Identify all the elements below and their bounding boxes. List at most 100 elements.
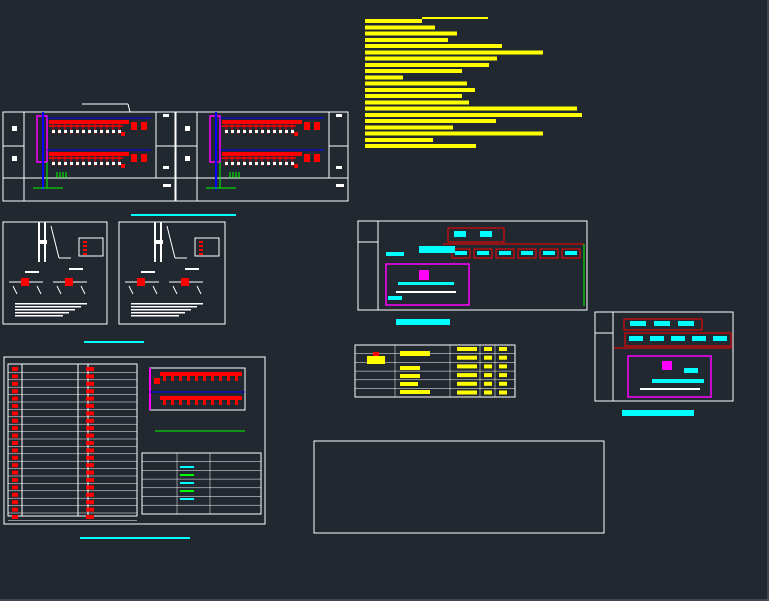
- general-notes-block: [365, 17, 582, 148]
- schedule-symbol: [86, 389, 94, 394]
- sys-device-bar: [398, 282, 454, 285]
- detail-note-line: [131, 312, 185, 314]
- detail-view-sheets: [2, 221, 226, 343]
- note-line: [365, 81, 467, 86]
- detail-support: [172, 285, 178, 295]
- sys2-device: [650, 336, 664, 341]
- detail-note-line: [15, 306, 81, 308]
- sys-device: [454, 231, 466, 237]
- schedule-symbol: [86, 396, 94, 401]
- manifold-drop: [235, 400, 238, 405]
- note-line: [365, 125, 453, 130]
- legend-main-value: [457, 364, 477, 369]
- legend-main-value: [484, 347, 492, 351]
- sprinkler-head-icon: [118, 130, 121, 133]
- detail-support: [12, 285, 18, 295]
- system-diagram-title-underline: [396, 324, 450, 325]
- legend-symbol: [180, 498, 194, 500]
- plan-marker: [336, 114, 342, 117]
- sys-device: [455, 251, 467, 255]
- note-line: [365, 88, 475, 92]
- manifold-header: [160, 396, 242, 400]
- sprinkler-head-icon: [291, 130, 294, 133]
- valve-icon: [304, 154, 310, 162]
- sprinkler-head-icon: [255, 130, 258, 133]
- sprinkler-head-icon: [231, 130, 234, 133]
- note-line: [365, 38, 448, 42]
- legend-small-frame: [141, 452, 262, 515]
- detail-note-line: [131, 315, 179, 317]
- legend-main-value: [499, 347, 507, 351]
- note-line: [365, 44, 502, 48]
- sprinkler-head-icon: [100, 130, 103, 133]
- manifold-drop: [203, 376, 206, 381]
- legend-main-value: [484, 381, 492, 386]
- schedule-symbol: [12, 515, 18, 519]
- schedule-symbol: [86, 478, 94, 482]
- legend-main-text: [400, 374, 420, 378]
- plan-tag: [294, 164, 298, 168]
- manifold-header: [160, 372, 242, 376]
- legend-main-value: [457, 347, 477, 351]
- schedule-symbol: [86, 507, 94, 512]
- legend-main-value: [457, 390, 477, 395]
- detail-label: [69, 268, 83, 270]
- sprinkler-head-icon: [64, 130, 67, 133]
- schedule-symbol: [12, 470, 18, 475]
- sys-panel-bar: [386, 252, 404, 256]
- sprinkler-head-icon: [52, 130, 55, 133]
- sys-zone-box: [495, 248, 515, 259]
- note-line: [365, 113, 582, 117]
- note-line: [365, 31, 457, 36]
- legend-main-symbol: [367, 356, 385, 364]
- manifold-drop: [227, 376, 230, 381]
- detail-view-right: [125, 222, 220, 317]
- note-line: [365, 25, 435, 30]
- note-line: [365, 131, 543, 136]
- legend-symbol: [180, 482, 194, 484]
- floor-plan-title-underline: [131, 214, 236, 216]
- note-line: [365, 75, 403, 80]
- detail-callout: [78, 237, 104, 257]
- schedule-symbol: [86, 367, 94, 371]
- schedule-symbol: [12, 500, 18, 505]
- sys-zone-box: [451, 248, 471, 259]
- legend-symbol: [180, 466, 194, 468]
- sprinkler-head-icon: [237, 130, 240, 133]
- sprinkler-head-icon: [291, 162, 294, 165]
- legend-main-text: [400, 390, 430, 394]
- schedule-symbol: [86, 470, 94, 475]
- detail-note-line: [15, 315, 63, 317]
- schedule-symbol: [12, 448, 18, 453]
- legend-main-value: [499, 355, 507, 360]
- detail-callout-mark: [199, 245, 203, 247]
- sprinkler-head-icon: [70, 130, 73, 133]
- system-diagram-frame: [357, 220, 588, 311]
- sys-zone-box: [517, 248, 537, 259]
- plan-marker: [185, 156, 190, 161]
- schedule-symbol: [86, 441, 94, 445]
- plan-tag: [121, 164, 125, 168]
- sprinkler-head-icon: [112, 162, 115, 165]
- schedule-symbol: [12, 404, 18, 408]
- schedule-symbol: [86, 411, 94, 416]
- sys-label-line: [396, 291, 456, 293]
- system-diagram-main: [357, 220, 588, 325]
- sprinkler-head-icon: [52, 162, 55, 165]
- detail-note-line: [131, 309, 191, 311]
- schedule-symbol: [86, 463, 94, 468]
- sys2-device: [654, 321, 670, 326]
- detail-callout-mark: [83, 245, 87, 247]
- legend-table-small: [141, 452, 262, 515]
- sys2-device: [692, 336, 706, 341]
- sprinkler-head-icon: [243, 130, 246, 133]
- schedule-symbol: [12, 418, 18, 423]
- schedule-symbol: [12, 463, 18, 468]
- sprinkler-head-icon: [58, 130, 61, 133]
- manifold-drop: [163, 376, 166, 381]
- schedule-symbol: [86, 426, 94, 431]
- sys-zone-box: [561, 248, 581, 259]
- detail-callout-mark: [83, 249, 87, 251]
- manifold-elevation: [149, 367, 246, 432]
